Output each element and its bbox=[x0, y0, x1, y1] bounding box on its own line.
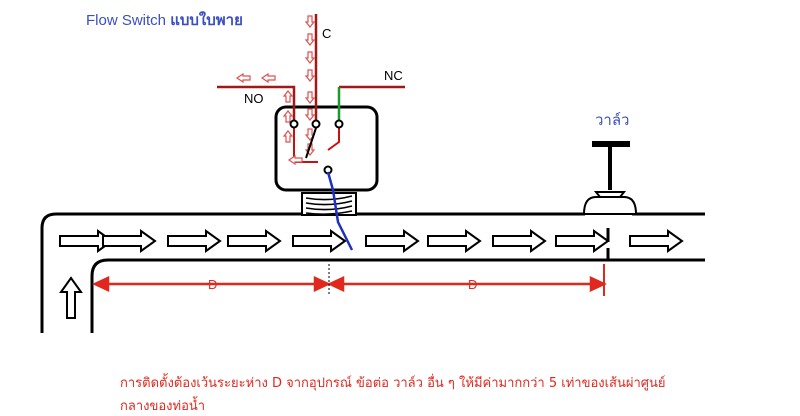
current-arrow bbox=[235, 72, 251, 84]
flow-arrow bbox=[492, 229, 547, 253]
installation-note-line-2: กลางของท่อน้ำ bbox=[120, 399, 206, 414]
flow-arrow bbox=[555, 229, 610, 253]
paddle bbox=[326, 171, 354, 251]
current-arrow bbox=[282, 110, 294, 123]
current-arrow bbox=[282, 90, 294, 103]
current-arrow bbox=[304, 69, 316, 82]
contact-lever bbox=[305, 127, 317, 159]
current-arrow bbox=[304, 33, 316, 46]
dimension-lines bbox=[92, 264, 607, 296]
title-th: แบบใบพาย bbox=[170, 12, 243, 29]
internal-nc bbox=[327, 124, 340, 151]
contact-no bbox=[289, 119, 299, 129]
current-arrow bbox=[304, 108, 316, 121]
valve-label: วาล์ว bbox=[595, 111, 630, 129]
switch-housing bbox=[274, 105, 379, 192]
contact-nc bbox=[334, 119, 344, 129]
flow-arrow bbox=[227, 229, 282, 253]
installation-note-line-1: การติดตั้งต้องเว้นระยะห่าง D จากอุปกรณ์ … bbox=[120, 376, 666, 391]
valve bbox=[582, 141, 638, 260]
flow-arrow bbox=[427, 229, 482, 253]
diagram-title: Flow Switch แบบใบพาย bbox=[86, 8, 243, 32]
thread-mount bbox=[301, 192, 357, 216]
pipe-inner-wall bbox=[90, 258, 705, 333]
current-arrow bbox=[260, 72, 276, 84]
flow-arrow bbox=[102, 229, 157, 253]
pipe bbox=[40, 212, 705, 333]
distance-label-2: D bbox=[468, 277, 477, 292]
wires bbox=[217, 14, 405, 163]
flow-arrow bbox=[629, 229, 684, 253]
current-arrow bbox=[304, 15, 316, 28]
terminal-c-label: C bbox=[322, 26, 331, 41]
flow-arrow bbox=[292, 229, 347, 253]
contact-common bbox=[311, 119, 321, 129]
flow-arrow bbox=[167, 229, 222, 253]
wire-no bbox=[217, 85, 296, 124]
current-arrow bbox=[304, 91, 316, 104]
terminal-no-label: NO bbox=[244, 91, 264, 106]
title-en: Flow Switch bbox=[86, 12, 167, 29]
flow-arrows bbox=[59, 229, 684, 253]
terminal-nc-label: NC bbox=[384, 68, 403, 83]
inlet-arrow-up bbox=[59, 276, 83, 319]
distance-label-1: D bbox=[208, 277, 217, 292]
current-direction-arrows bbox=[235, 15, 316, 166]
flow-arrow bbox=[365, 229, 420, 253]
current-arrow bbox=[287, 154, 303, 166]
current-arrow bbox=[282, 130, 294, 143]
current-arrow bbox=[304, 51, 316, 64]
pipe-outer-wall bbox=[40, 212, 302, 333]
